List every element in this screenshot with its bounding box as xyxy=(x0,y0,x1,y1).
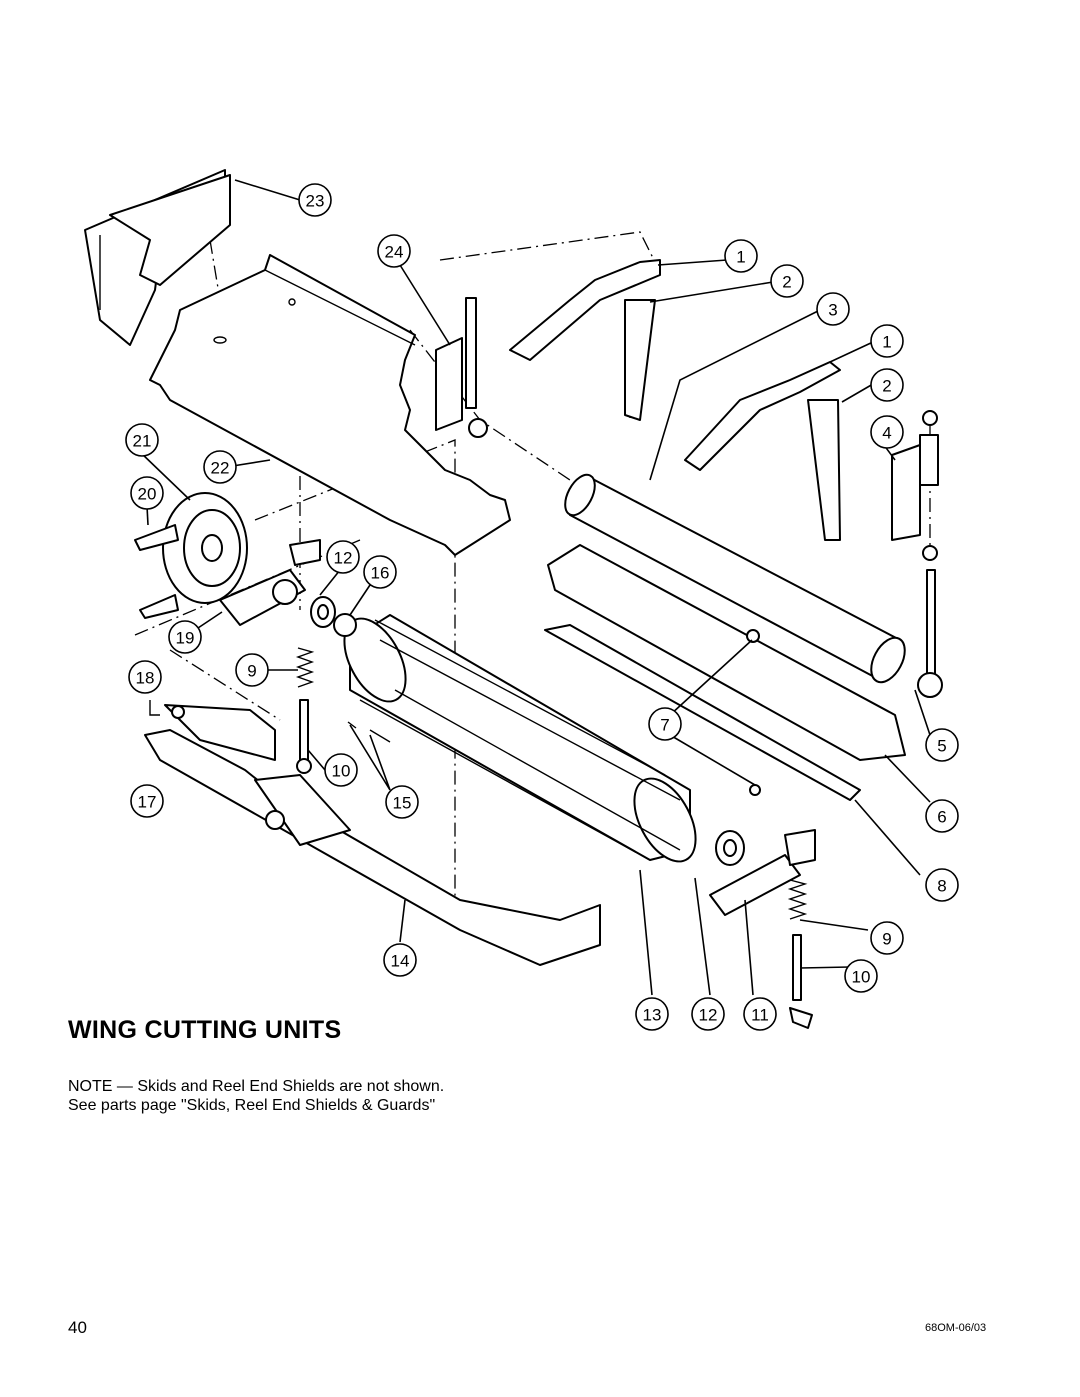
part-17-frame-bar xyxy=(144,704,601,966)
callout-16: 16 xyxy=(363,555,397,589)
part-1-upper-arm xyxy=(509,259,661,421)
svg-text:21: 21 xyxy=(133,432,152,451)
svg-text:12: 12 xyxy=(699,1006,718,1025)
svg-text:15: 15 xyxy=(393,794,412,813)
part-18-key xyxy=(149,700,185,719)
callout-12-left: 12 xyxy=(326,540,360,574)
svg-text:4: 4 xyxy=(882,424,891,443)
svg-text:14: 14 xyxy=(391,952,410,971)
svg-text:11: 11 xyxy=(751,1006,769,1025)
callout-5: 5 xyxy=(925,728,959,762)
page-title: WING CUTTING UNITS xyxy=(68,1016,342,1044)
svg-text:10: 10 xyxy=(852,968,871,987)
part-13-reel xyxy=(343,614,697,863)
document-code: 68OM-06/03 xyxy=(925,1322,987,1334)
svg-text:10: 10 xyxy=(332,762,351,781)
part-6-bedbar xyxy=(547,544,906,761)
svg-text:1: 1 xyxy=(882,333,891,352)
part-1-lower-arm xyxy=(684,361,841,541)
callout-15: 15 xyxy=(385,785,419,819)
callout-4: 4 xyxy=(870,415,904,449)
part-9-spring-left xyxy=(295,647,315,688)
callout-2-upper: 2 xyxy=(770,264,804,298)
note-line-1: NOTE — Skids and Reel End Shields are no… xyxy=(68,1078,445,1095)
callout-9-left: 9 xyxy=(235,653,269,687)
callout-2-lower: 2 xyxy=(870,368,904,402)
svg-text:16: 16 xyxy=(371,564,390,583)
svg-text:24: 24 xyxy=(385,243,404,262)
callout-8: 8 xyxy=(925,868,959,902)
svg-text:6: 6 xyxy=(937,808,946,827)
part-8-bedknife xyxy=(544,624,861,801)
part-22-shield-plate xyxy=(149,254,511,556)
callout-13: 13 xyxy=(635,997,669,1031)
callout-14: 14 xyxy=(383,943,417,977)
leader-lines xyxy=(139,179,931,996)
svg-text:9: 9 xyxy=(882,930,891,949)
page-number: 40 xyxy=(68,1318,87,1337)
callout-23: 23 xyxy=(298,183,332,217)
svg-text:23: 23 xyxy=(306,192,325,211)
svg-text:8: 8 xyxy=(937,877,946,896)
svg-text:1: 1 xyxy=(736,248,745,267)
part-10-stud-left xyxy=(296,699,312,774)
part-9-spring-right xyxy=(787,879,808,920)
part-4-hinge xyxy=(891,410,939,561)
svg-text:13: 13 xyxy=(643,1006,662,1025)
part-3-roller xyxy=(564,473,906,684)
callout-6: 6 xyxy=(925,799,959,833)
svg-text:2: 2 xyxy=(782,273,791,292)
svg-text:20: 20 xyxy=(138,485,157,504)
callout-10-left: 10 xyxy=(324,753,358,787)
callout-22: 22 xyxy=(203,450,237,484)
part-11-plate-right xyxy=(709,829,816,916)
svg-text:17: 17 xyxy=(138,793,157,812)
note-text: NOTE — Skids and Reel End Shields are no… xyxy=(68,1077,444,1115)
part-12-bearing-right xyxy=(715,830,745,866)
callout-11: 11 xyxy=(743,997,777,1031)
callout-9-right: 9 xyxy=(870,921,904,955)
svg-text:12: 12 xyxy=(334,549,353,568)
svg-text:2: 2 xyxy=(882,377,891,396)
part-15-screws xyxy=(347,721,391,743)
part-10-stud-right xyxy=(789,934,813,1029)
part-19-plate xyxy=(219,539,321,626)
callout-7: 7 xyxy=(648,707,682,741)
callout-3: 3 xyxy=(816,292,850,326)
part-5-bolt xyxy=(917,569,943,698)
part-23-bracket xyxy=(84,169,231,346)
callout-21: 21 xyxy=(125,423,159,457)
part-21-pulley xyxy=(134,492,248,619)
callout-18: 18 xyxy=(128,660,162,694)
exploded-parts-diagram: 23 24 1 2 3 1 2 4 21 22 20 12 16 19 9 18… xyxy=(84,169,959,1031)
callout-24: 24 xyxy=(377,234,411,268)
callout-12-right: 12 xyxy=(691,997,725,1031)
callout-10-right: 10 xyxy=(844,959,878,993)
svg-text:5: 5 xyxy=(937,737,946,756)
callout-1-lower: 1 xyxy=(870,324,904,358)
svg-text:22: 22 xyxy=(211,459,230,478)
part-16-seal xyxy=(333,613,357,637)
part-12-bearing-left xyxy=(310,596,336,628)
part-24-hinge-stud xyxy=(435,297,488,438)
svg-text:3: 3 xyxy=(828,301,837,320)
callout-19: 19 xyxy=(168,620,202,654)
callout-17: 17 xyxy=(130,784,164,818)
note-line-2: See parts page "Skids, Reel End Shields … xyxy=(68,1097,436,1114)
callout-20: 20 xyxy=(130,476,164,510)
callout-1-upper: 1 xyxy=(724,239,758,273)
svg-text:19: 19 xyxy=(176,629,195,648)
svg-text:7: 7 xyxy=(660,716,669,735)
svg-text:9: 9 xyxy=(247,662,256,681)
svg-text:18: 18 xyxy=(136,669,155,688)
